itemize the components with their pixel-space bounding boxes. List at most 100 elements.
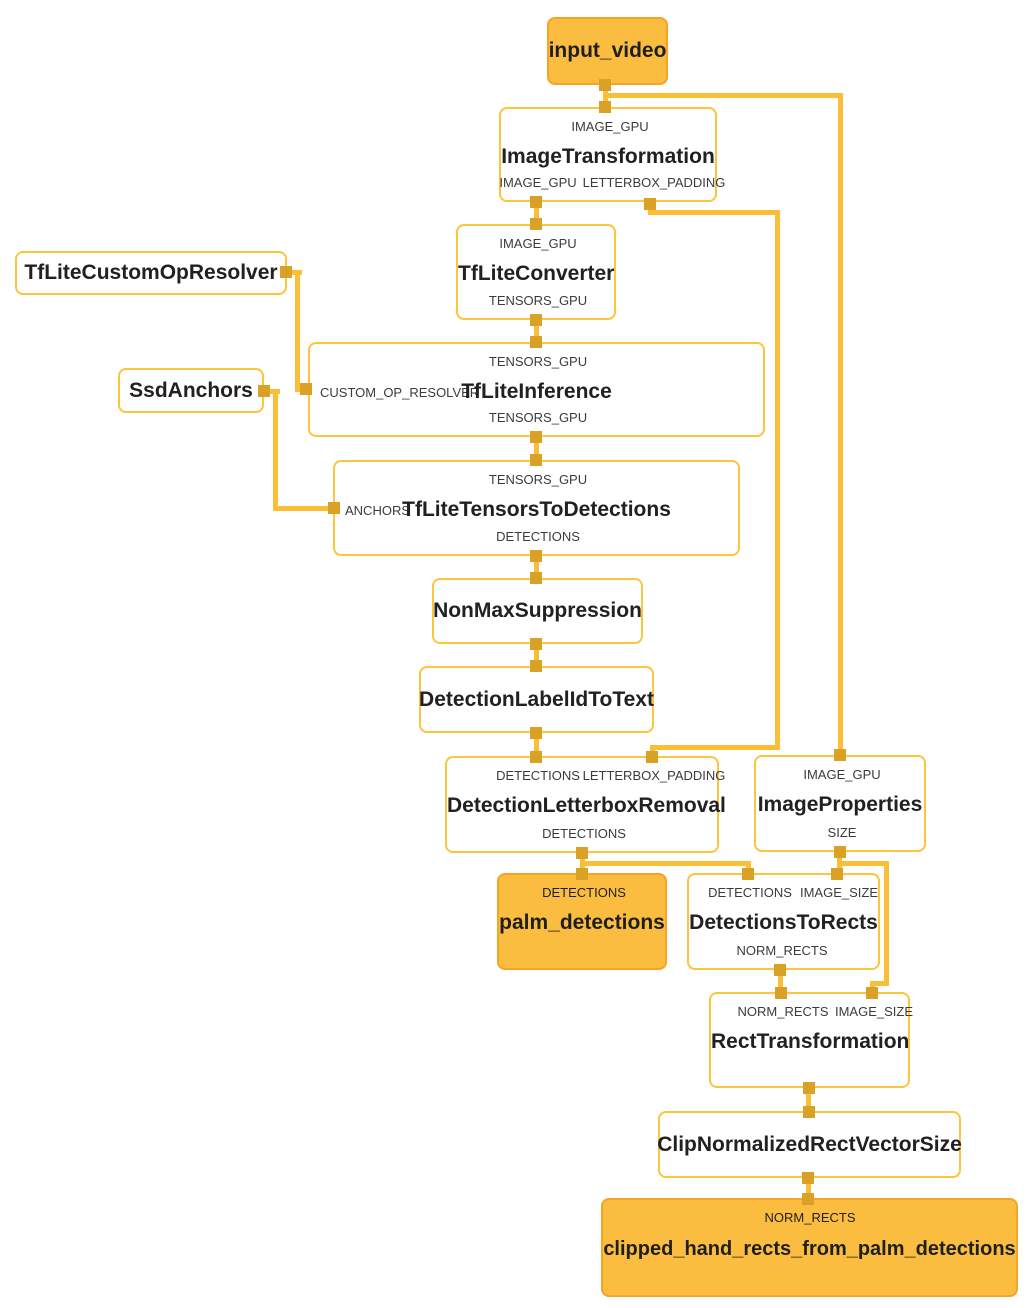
calculator-node-tflite-inference[interactable]: TENSORS_GPU CUSTOM_OP_RESOLVER TfLiteInf…: [308, 342, 765, 437]
edge-segment: [534, 556, 539, 580]
output-port-label: SIZE: [827, 825, 857, 840]
calculator-node-detections-to-rects[interactable]: DETECTIONS IMAGE_SIZE DetectionsToRects …: [687, 873, 880, 970]
input-port-label: DETECTIONS: [708, 885, 792, 900]
edge-segment: [884, 861, 889, 986]
port: [599, 79, 611, 91]
calculator-node-image-transformation[interactable]: IMAGE_GPU ImageTransformation IMAGE_GPU …: [499, 107, 725, 202]
edge-segment: [775, 210, 780, 750]
port: [530, 336, 542, 348]
input-port-label: LETTERBOX_PADDING: [582, 768, 726, 783]
port: [803, 1082, 815, 1094]
port: [803, 1106, 815, 1118]
port: [576, 847, 588, 859]
calculator-node-tflite-converter[interactable]: IMAGE_GPU TfLiteConverter TENSORS_GPU: [456, 224, 616, 320]
port: [530, 727, 542, 739]
port: [802, 1193, 814, 1205]
port: [802, 1172, 814, 1184]
output-port-label: DETECTIONS: [542, 826, 626, 841]
node-title: TfLiteTensorsToDetections: [402, 498, 671, 521]
node-title: TfLiteInference: [461, 380, 612, 403]
port: [530, 751, 542, 763]
edge-segment: [603, 93, 843, 98]
port: [530, 196, 542, 208]
node-title: RectTransformation: [711, 1030, 910, 1053]
stream-title: input_video: [548, 39, 667, 62]
port: [530, 454, 542, 466]
calculator-node-clip-normalized-rect-vector-size[interactable]: ClipNormalizedRectVectorSize: [657, 1111, 962, 1178]
edge-segment: [273, 506, 337, 511]
output-port-label: NORM_RECTS: [736, 943, 828, 958]
input-port-label: IMAGE_SIZE: [799, 885, 879, 900]
input-port-label: IMAGE_GPU: [571, 119, 649, 134]
edge-segment: [806, 1088, 811, 1114]
side-port-label: ANCHORS: [345, 503, 411, 518]
stream-node-clipped-hand-rects[interactable]: NORM_RECTS clipped_hand_rects_from_palm_…: [601, 1198, 1018, 1297]
calculator-node-ssd-anchors[interactable]: SsdAnchors: [118, 368, 264, 413]
input-port-label: NORM_RECTS: [737, 1004, 829, 1019]
edge-segment: [648, 210, 780, 215]
calculator-node-rect-transformation[interactable]: NORM_RECTS IMAGE_SIZE RectTransformation: [709, 992, 914, 1088]
node-title: DetectionLetterboxRemoval: [447, 794, 726, 817]
stream-title: clipped_hand_rects_from_palm_detections: [603, 1238, 1016, 1260]
stream-node-input-video[interactable]: input_video: [547, 17, 668, 85]
port: [834, 846, 846, 858]
edge-segment: [286, 270, 302, 275]
edge-segment: [870, 981, 889, 986]
port: [530, 638, 542, 650]
node-title: ImageProperties: [757, 793, 923, 816]
node-title: TfLiteConverter: [458, 262, 615, 285]
edge-segment: [838, 93, 843, 760]
input-port-label: IMAGE_SIZE: [834, 1004, 914, 1019]
port: [599, 101, 611, 113]
node-title: ClipNormalizedRectVectorSize: [657, 1132, 962, 1156]
edge-segment: [650, 745, 780, 750]
edge-segment: [534, 644, 539, 668]
port: [646, 751, 658, 763]
edge-segment: [534, 202, 539, 226]
node-title: NonMaxSuppression: [433, 599, 642, 622]
calculator-node-detection-label-id-to-text[interactable]: DetectionLabelIdToText: [419, 666, 654, 733]
edge-segment: [778, 970, 783, 995]
node-title: SsdAnchors: [129, 378, 253, 402]
calculator-node-detection-letterbox-removal[interactable]: DETECTIONS LETTERBOX_PADDING DetectionLe…: [445, 756, 726, 853]
input-port-label: IMAGE_GPU: [499, 236, 577, 251]
port: [775, 987, 787, 999]
port: [300, 383, 312, 395]
port: [834, 749, 846, 761]
port: [530, 431, 542, 443]
output-port-label: TENSORS_GPU: [488, 293, 588, 308]
calculator-node-image-properties[interactable]: IMAGE_GPU ImageProperties SIZE: [754, 755, 926, 852]
edge-segment: [837, 861, 889, 866]
input-port-label: DETECTIONS: [542, 885, 626, 900]
calculator-node-tflite-custom-op-resolver[interactable]: TfLiteCustomOpResolver: [15, 251, 287, 295]
port: [831, 868, 843, 880]
node-title: DetectionsToRects: [689, 911, 878, 934]
port: [280, 266, 292, 278]
node-title: ImageTransformation: [501, 145, 715, 168]
port: [328, 502, 340, 514]
edge-segment: [580, 861, 751, 866]
input-port-label: TENSORS_GPU: [488, 472, 588, 487]
side-port-label: CUSTOM_OP_RESOLVER: [320, 385, 480, 400]
output-port-label: DETECTIONS: [496, 529, 580, 544]
edge-segment: [534, 733, 539, 759]
stream-title: palm_detections: [499, 911, 665, 934]
port: [530, 218, 542, 230]
port: [258, 385, 270, 397]
input-port-label: NORM_RECTS: [764, 1210, 856, 1225]
port: [742, 868, 754, 880]
node-title: DetectionLabelIdToText: [419, 687, 654, 711]
input-port-label: IMAGE_GPU: [803, 767, 881, 782]
output-port-label: LETTERBOX_PADDING: [582, 175, 726, 190]
calculator-node-tflite-tensors-to-detections[interactable]: TENSORS_GPU ANCHORS TfLiteTensorsToDetec…: [333, 460, 740, 556]
port: [644, 198, 656, 210]
edge-segment: [273, 389, 278, 511]
stream-node-palm-detections[interactable]: DETECTIONS palm_detections: [497, 873, 667, 970]
port: [866, 987, 878, 999]
edge-segment: [534, 320, 539, 344]
input-port-label: DETECTIONS: [496, 768, 580, 783]
calculator-node-non-max-suppression[interactable]: NonMaxSuppression: [432, 578, 643, 644]
edge-segment: [264, 389, 280, 394]
edge-segment: [806, 1178, 811, 1201]
